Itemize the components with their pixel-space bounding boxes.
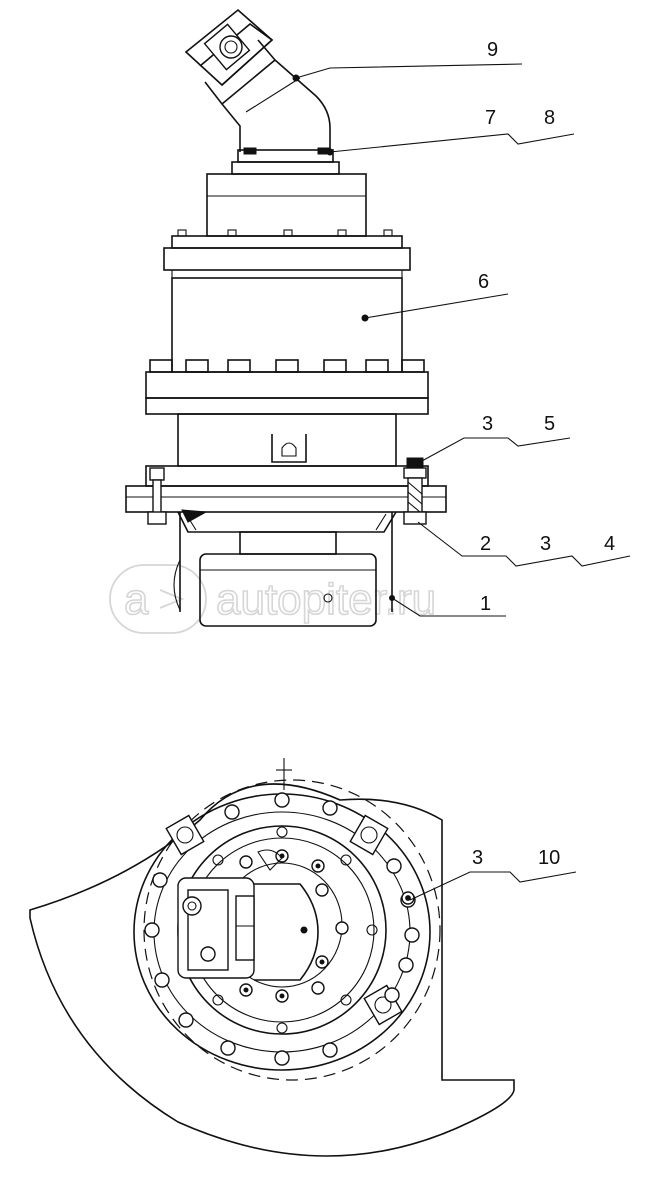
leader-lines <box>292 63 631 901</box>
callout-8: 8 <box>544 107 555 129</box>
motor-head <box>184 8 340 175</box>
callout-7: 7 <box>485 107 496 129</box>
callout-9: 9 <box>487 39 498 61</box>
watermark-logo <box>109 564 207 634</box>
watermark-brand-text: autopiter.ru <box>216 575 436 624</box>
callout-3-upper: 3 <box>482 413 493 435</box>
upper-housing <box>163 173 411 278</box>
callout-4: 4 <box>604 533 615 555</box>
callout-labels: 9 7 8 6 3 5 2 3 4 1 3 10 <box>472 39 615 869</box>
callout-6: 6 <box>478 271 489 293</box>
drive-top-view <box>29 758 515 1157</box>
swing-envelope <box>143 779 441 1081</box>
callout-3-middle: 3 <box>540 533 551 555</box>
watermark-logo-glyph: a <box>124 575 149 624</box>
callout-1: 1 <box>480 593 491 615</box>
outer-bolt-circle <box>144 792 420 1066</box>
lower-housing <box>173 509 397 627</box>
frame-plate <box>29 783 515 1157</box>
gearbox-body <box>145 277 429 467</box>
callout-10: 10 <box>538 847 560 869</box>
motor-top <box>177 849 319 981</box>
callout-3-lower: 3 <box>472 847 483 869</box>
callout-2: 2 <box>480 533 491 555</box>
watermark-logo-arrow <box>159 589 185 609</box>
watermark: a autopiter.ru <box>109 564 437 634</box>
callout-5: 5 <box>544 413 555 435</box>
drive-side-view <box>125 8 447 627</box>
mounting-flange <box>125 457 447 525</box>
